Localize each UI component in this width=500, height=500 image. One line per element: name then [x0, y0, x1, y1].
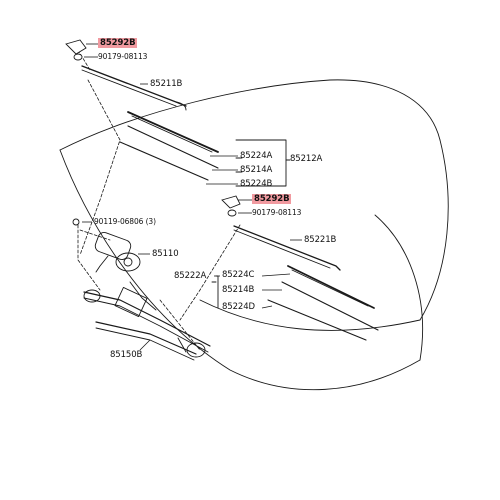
washer-lower-icon — [227, 209, 237, 217]
lower-blade-assembly — [287, 265, 375, 309]
leader-motor — [79, 229, 111, 241]
upper-blade-assembly — [127, 111, 219, 153]
label-85224a: 85224A — [240, 151, 273, 161]
windshield-outline — [59, 79, 441, 151]
label-90179-upper: 90179-08113 — [98, 52, 148, 61]
leader-linkage — [159, 299, 201, 351]
wiper-linkage-85150b — [83, 281, 211, 361]
leader-bolt — [77, 224, 101, 291]
lower-arm-85221b — [233, 225, 341, 271]
washer-upper-icon — [73, 53, 83, 61]
lower-blade-insert — [267, 299, 367, 341]
label-85214b: 85214B — [222, 285, 255, 295]
label-85222a: 85222A — [174, 271, 207, 281]
fender-line — [419, 139, 449, 321]
lower-blade-rubber — [281, 281, 379, 331]
label-85212a: 85212A — [290, 154, 323, 164]
label-90179-lower: 90179-08113 — [252, 208, 302, 217]
cap-upper-icon — [65, 39, 87, 55]
upper-blade-insert — [119, 141, 209, 181]
label-85292b-upper: 85292B — [98, 38, 138, 48]
label-85214a: 85214A — [240, 165, 273, 175]
label-90119: 90119-06806 (3) — [94, 217, 156, 226]
label-85292b-lower: 85292B — [252, 194, 292, 204]
bolt-icon — [72, 218, 80, 226]
leader-lower-arm — [179, 224, 241, 321]
label-85221b: 85221B — [304, 235, 337, 245]
label-85224c: 85224C — [222, 270, 255, 280]
leader-upper-cap — [77, 49, 91, 71]
upper-blade-rubber — [127, 125, 219, 169]
hood-outline — [59, 149, 421, 391]
wiper-motor-85110 — [94, 232, 141, 273]
label-85224d: 85224D — [222, 302, 255, 312]
cap-lower-icon — [221, 195, 241, 209]
label-85224b: 85224B — [240, 179, 273, 189]
body-curve-right — [374, 214, 423, 361]
cowl-line — [199, 299, 421, 331]
label-85110: 85110 — [152, 249, 179, 259]
label-85211b: 85211B — [150, 79, 183, 89]
leader-upper-arm — [79, 79, 121, 256]
label-85150b: 85150B — [110, 350, 143, 360]
